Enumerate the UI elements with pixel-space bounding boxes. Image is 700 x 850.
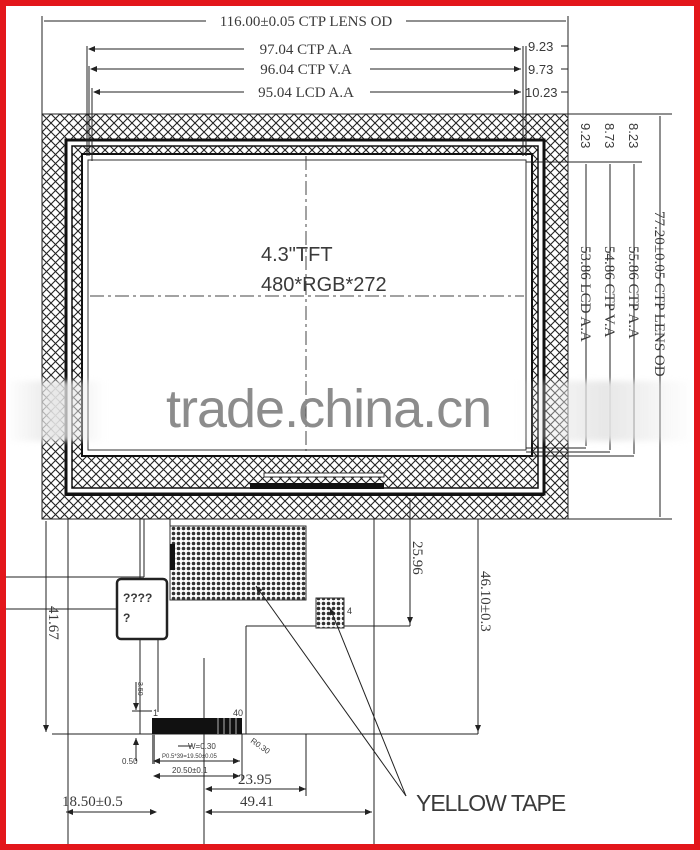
pitch-label: P0.5*39=19.50±0.05 (162, 754, 218, 760)
fpc-height-label: 41.67 (45, 606, 61, 640)
pin-first-label: 1 (153, 708, 158, 718)
callout-leader-2 (329, 607, 407, 797)
right-ctp-va-offset-label: 8.73 (602, 123, 617, 148)
tape-marker-label: 4 (347, 606, 352, 616)
ctp-lens (41, 113, 569, 520)
ctp-va-offset-label: 9.73 (528, 62, 553, 77)
ctp-aa-height-label: 55.86 CTP A.A (625, 246, 641, 339)
ctp-aa-offset-label: 9.23 (528, 39, 553, 54)
component-label-line1: ???? (123, 591, 152, 605)
pin-width-label: W=0.30 (188, 742, 216, 751)
lens-od-height-label: 77.20±0.05 CTP LENS OD (651, 211, 667, 377)
pin-span-label: 20.50±0.1 (172, 766, 208, 775)
edge-label: 0.50 (122, 757, 138, 766)
offset-left-label: 18.50±0.5 (62, 794, 123, 810)
watermark-text: trade.china.cn (166, 379, 492, 439)
lcd-aa-width-label: 95.04 LCD A.A (258, 85, 354, 101)
fpc-connector (152, 718, 242, 764)
right-ctp-aa-offset-label: 8.23 (626, 123, 641, 148)
stiffener-label: 3.50 (136, 682, 143, 696)
tape-distance-label: 25.96 (409, 541, 425, 575)
top-dimensions (41, 16, 569, 161)
ctp-aa-width-label: 97.04 CTP A.A (260, 42, 353, 58)
lcd-aa-offset-label: 10.23 (525, 85, 558, 100)
component-box (115, 577, 169, 641)
ctp-va-height-label: 54.86 CTP V.A (601, 246, 617, 338)
width-mid-label: 23.95 (238, 772, 272, 788)
width-total-label: 49.41 (240, 794, 274, 810)
panel-size-label: 4.3"TFT (261, 244, 333, 266)
watermark-blur-left (6, 381, 106, 441)
drawing-sheet: 116.00±0.05 CTP LENS OD 97.04 CTP A.A 96… (6, 6, 694, 844)
panel-resolution-label: 480*RGB*272 (261, 274, 387, 296)
outline-drawing: 116.00±0.05 CTP LENS OD 97.04 CTP A.A 96… (6, 14, 672, 844)
total-height-label: 46.10±0.3 (477, 571, 493, 632)
lens-od-width-label: 116.00±0.05 CTP LENS OD (220, 14, 393, 30)
ctp-va-width-label: 96.04 CTP V.A (260, 62, 352, 78)
yellow-tape-callout: YELLOW TAPE (416, 790, 566, 816)
corner-radius-label: R0.30 (249, 736, 272, 756)
pin-last-label: 40 (233, 708, 243, 718)
right-lcd-offset-label: 9.23 (578, 123, 593, 148)
lcd-aa-height-label: 53.86 LCD A.A (577, 246, 593, 342)
component-label-line2: ? (123, 611, 130, 625)
fpc-outline (6, 498, 479, 844)
fpc-dimensions (43, 521, 481, 815)
callout-leader-1 (255, 585, 407, 797)
watermark-blur-right (516, 381, 694, 441)
